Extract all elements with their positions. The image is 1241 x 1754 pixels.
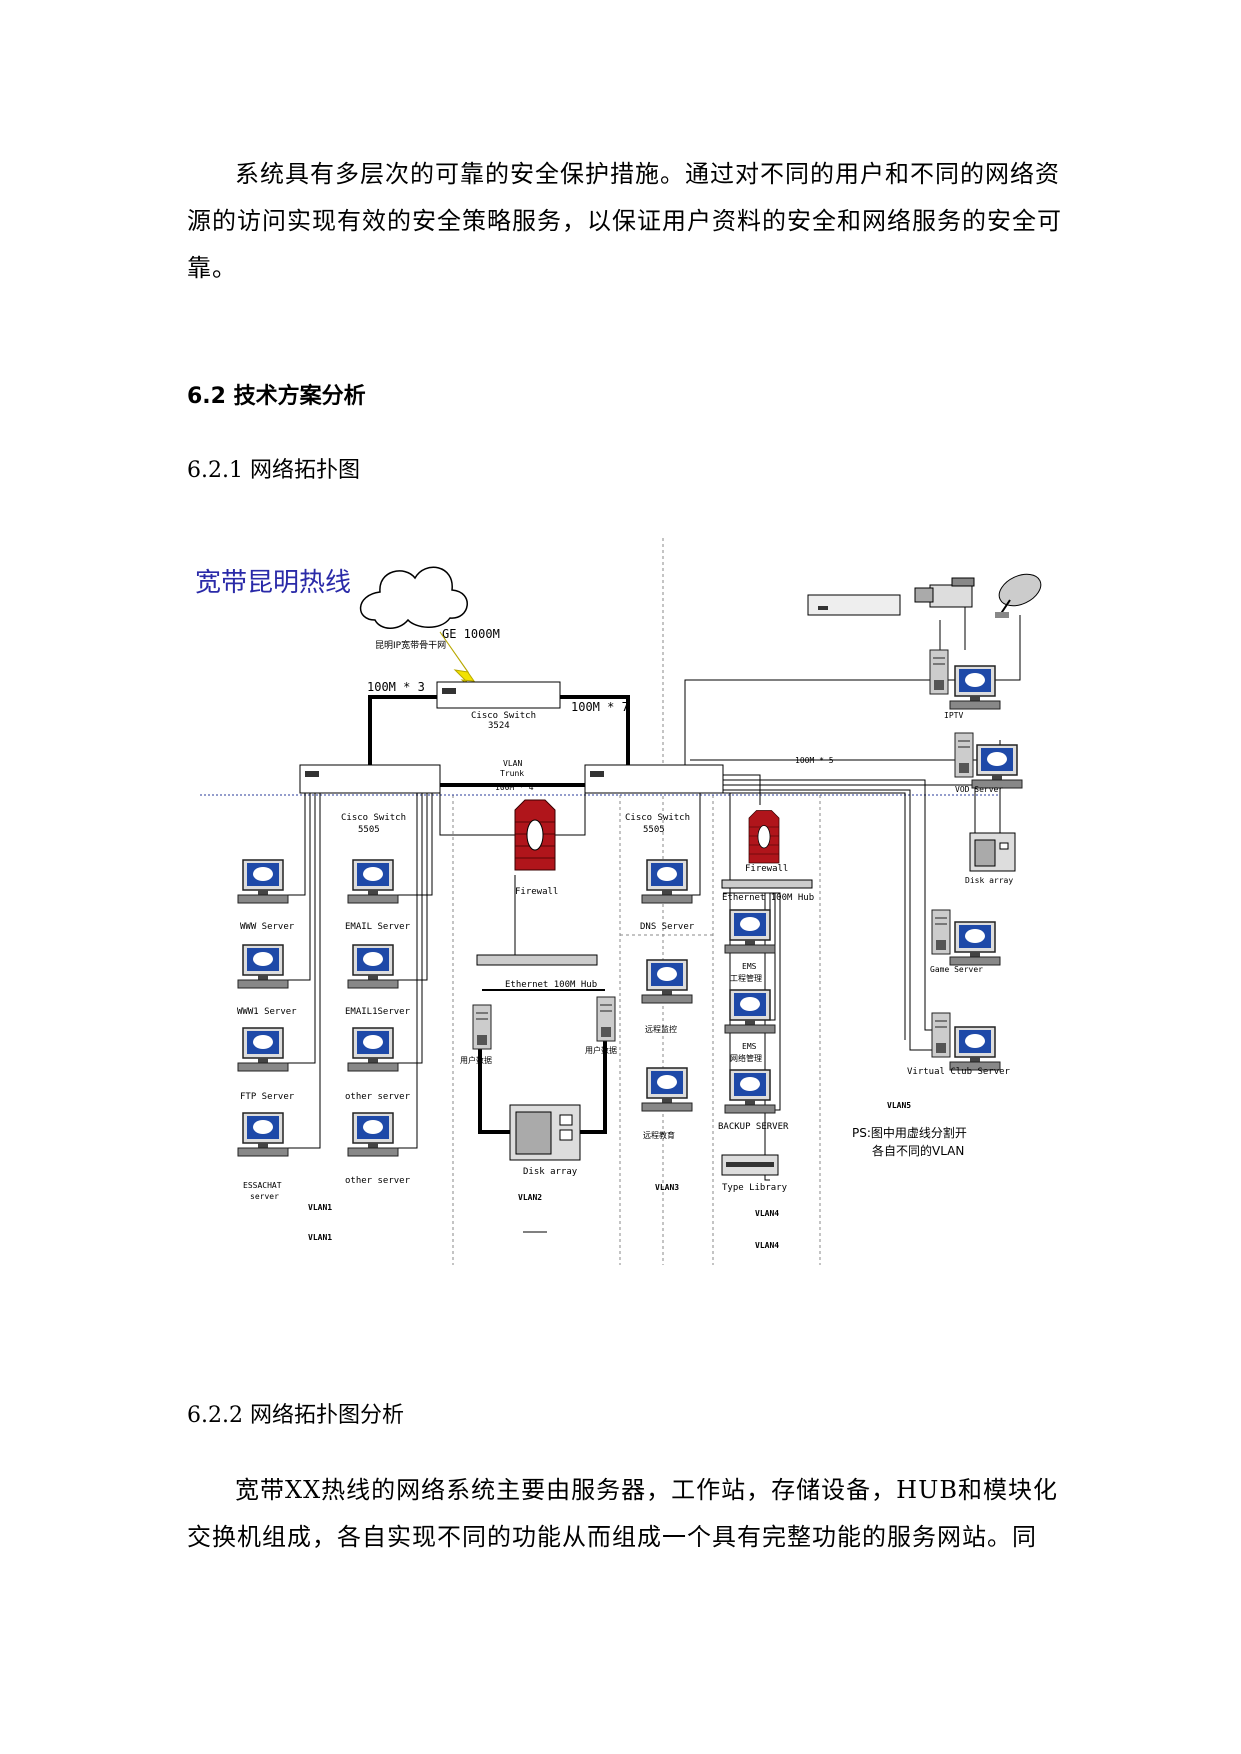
ems-engineering-label: EMS xyxy=(742,962,757,971)
vlan4-label-2: VLAN4 xyxy=(755,1241,779,1250)
remote-monitor-label: 远程监控 xyxy=(645,1024,677,1034)
ems-engineering-sub: 工程管理 xyxy=(730,973,762,983)
other-server-label: other server xyxy=(345,1092,411,1102)
vlan1-label-2: VLAN1 xyxy=(308,1233,332,1242)
ems-engineering-icon xyxy=(724,909,776,954)
vod-server-label: VOD Server xyxy=(955,785,1003,794)
vod-tower-icon xyxy=(954,732,974,778)
firewall-mid-label: Firewall xyxy=(515,887,558,897)
user-data-right-label: 用户数据 xyxy=(585,1045,617,1055)
hub-right-label: Ethernet 100M Hub xyxy=(722,893,814,903)
essachat-server-icon xyxy=(237,1112,289,1157)
vlan5-label: VLAN5 xyxy=(887,1101,911,1110)
backup-server-label: BACKUP SERVER xyxy=(718,1122,789,1132)
hub-mid-label: Ethernet 100M Hub xyxy=(505,980,597,990)
vlan4-label: VLAN4 xyxy=(755,1209,779,1218)
game-monitor-icon xyxy=(949,921,1001,966)
vcr-device-icon xyxy=(807,594,901,616)
disk-array-mid-icon xyxy=(509,1104,581,1161)
ems-network-sub: 网络管理 xyxy=(730,1053,762,1063)
vlan2-label: VLAN2 xyxy=(518,1193,542,1202)
other-server-label-2: other server xyxy=(345,1176,411,1186)
www1-server-icon xyxy=(237,944,289,989)
link-iptv-label: 100M * 5 xyxy=(795,756,834,765)
switch-right xyxy=(584,764,724,794)
other-server-2-icon xyxy=(347,1112,399,1157)
backup-server-icon xyxy=(724,1069,776,1114)
switch-top-model: 3524 xyxy=(488,721,510,731)
game-server-label: Game Server xyxy=(930,965,983,974)
disk-array-right-icon xyxy=(969,832,1016,872)
iptv-tower-icon xyxy=(929,649,949,695)
subsection-heading-topology: 6.2.1 网络拓扑图 xyxy=(187,458,360,483)
switch-top-label: Cisco Switch xyxy=(471,711,536,721)
ps-note-line1: PS:图中用虚线分割开 xyxy=(852,1125,967,1140)
vclub-tower-icon xyxy=(931,1012,951,1058)
www1-server-label: WWW1 Server xyxy=(237,1007,297,1017)
email-server-label: EMAIL Server xyxy=(345,922,411,932)
diagram-title: 宽带昆明热线 xyxy=(195,568,351,598)
remote-monitor-icon xyxy=(641,959,693,1004)
iptv-monitor-icon xyxy=(949,665,1001,710)
essachat-label-2: server xyxy=(250,1192,279,1201)
disk-array-mid-label: Disk array xyxy=(523,1167,578,1177)
firewall-right-label: Firewall xyxy=(745,864,788,874)
email1-server-icon xyxy=(347,944,399,989)
iptv-label: IPTV xyxy=(944,711,963,720)
firewall-right-icon xyxy=(748,810,780,864)
game-tower-icon xyxy=(931,909,951,955)
other-server-icon xyxy=(347,1027,399,1072)
hub-right xyxy=(721,879,813,889)
remote-education-label: 远程教育 xyxy=(643,1130,675,1140)
email-server-icon xyxy=(347,859,399,904)
user-data-left-icon xyxy=(472,1004,492,1050)
link-right-label: 100M * 7 xyxy=(571,700,629,714)
remote-education-icon xyxy=(641,1067,693,1112)
internet-cloud xyxy=(359,566,468,629)
user-data-right-icon xyxy=(596,996,616,1042)
switch-right-model: 5505 xyxy=(643,825,665,835)
firewall-mid-icon xyxy=(514,799,556,871)
ge-link-label: GE 1000M xyxy=(442,627,500,641)
www-server-icon xyxy=(237,859,289,904)
ems-network-icon xyxy=(724,989,776,1034)
vlan3-label: VLAN3 xyxy=(655,1183,679,1192)
ftp-server-icon xyxy=(237,1027,289,1072)
vclub-server-label: Virtual Club Server xyxy=(907,1067,1011,1077)
email1-server-label: EMAIL1Server xyxy=(345,1007,411,1017)
ps-note-line2: 各自不同的VLAN xyxy=(872,1143,964,1158)
satellite-dish-icon xyxy=(995,573,1042,618)
type-library-label: Type Library xyxy=(722,1183,788,1193)
ftp-server-label: FTP Server xyxy=(240,1092,295,1102)
vlan1-label: VLAN1 xyxy=(308,1203,332,1212)
user-data-left-label: 用户数据 xyxy=(460,1055,492,1065)
switch-left xyxy=(299,764,441,794)
analysis-paragraph: 宽带XX热线的网络系统主要由服务器，工作站，存储设备，HUB和模块化交换机组成，… xyxy=(187,1476,1058,1551)
disk-array-right-label: Disk array xyxy=(965,876,1013,885)
trunk-label-2: Trunk xyxy=(500,769,524,778)
vod-monitor-icon xyxy=(971,744,1023,789)
cloud-label: 昆明IP宽带骨干网 xyxy=(375,639,446,651)
subsection-heading-analysis: 6.2.2 网络拓扑图分析 xyxy=(187,1403,404,1428)
hub-mid xyxy=(476,954,598,966)
www-server-label: WWW Server xyxy=(240,922,295,932)
type-library-icon xyxy=(721,1154,779,1176)
switch-left-model: 5505 xyxy=(358,825,380,835)
intro-paragraph: 系统具有多层次的可靠的安全保护措施。通过对不同的用户和不同的网络资源的访问实现有… xyxy=(187,160,1062,282)
trunk-speed-label: 100M * 4 xyxy=(495,783,534,792)
trunk-label: VLAN xyxy=(503,759,522,768)
camera-icon xyxy=(914,577,975,608)
switch-right-label: Cisco Switch xyxy=(625,813,690,823)
essachat-label: ESSACHAT xyxy=(243,1181,282,1190)
ems-network-label: EMS xyxy=(742,1042,757,1051)
switch-top xyxy=(436,681,561,709)
link-left-label: 100M * 3 xyxy=(367,680,425,694)
section-heading: 6.2 技术方案分析 xyxy=(187,384,366,409)
switch-left-label: Cisco Switch xyxy=(341,813,406,823)
dns-server-label: DNS Server xyxy=(640,922,695,932)
dns-server-icon xyxy=(641,859,693,904)
vclub-monitor-icon xyxy=(949,1026,1001,1071)
